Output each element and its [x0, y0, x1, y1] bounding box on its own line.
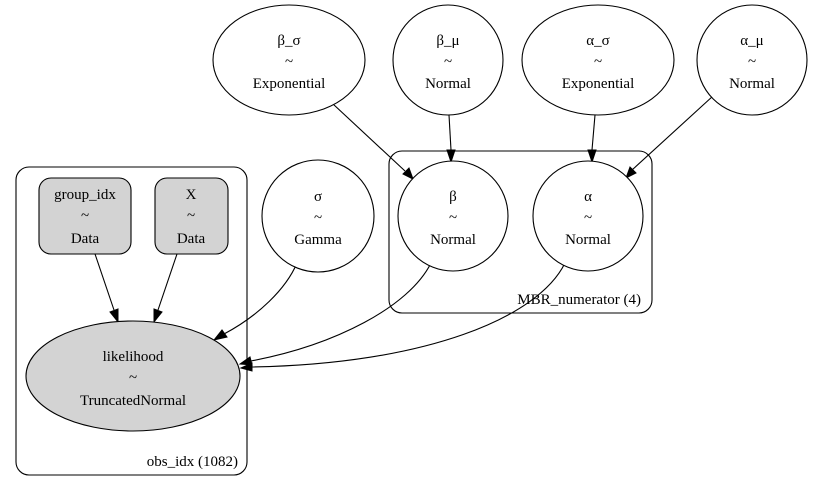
- edge-group-idx-to-likelihood: [94, 253, 119, 324]
- node-group-idx-shape: [38, 177, 132, 255]
- node-alpha-sigma-tilde: ~: [594, 54, 602, 70]
- node-beta-mu-dist: Normal: [425, 76, 471, 92]
- node-group-idx-tilde: ~: [81, 208, 89, 224]
- node-beta-dist: Normal: [430, 232, 476, 248]
- plate-obs-idx-label: obs_idx (1082): [147, 454, 238, 470]
- node-beta-name: β: [449, 189, 457, 205]
- node-alpha-sigma-shape: [521, 4, 675, 116]
- edge-alpha-to-likelihood: [239, 262, 566, 372]
- edge-beta-sigma-to-beta: [332, 103, 414, 181]
- node-beta[interactable]: β ~ Normal: [397, 160, 509, 272]
- node-alpha-dist: Normal: [565, 232, 611, 248]
- node-alpha-sigma-dist: Exponential: [562, 76, 634, 92]
- plate-mbr-numerator-label: MBR_numerator (4): [517, 292, 641, 308]
- node-x-tilde: ~: [187, 208, 195, 224]
- node-beta-sigma[interactable]: β_σ ~ Exponential: [212, 4, 366, 116]
- node-alpha[interactable]: α ~ Normal: [532, 160, 644, 272]
- node-beta-mu-shape: [392, 4, 504, 116]
- node-likelihood[interactable]: likelihood ~ TruncatedNormal: [25, 320, 241, 432]
- node-beta-sigma-name: β_σ: [277, 33, 300, 49]
- node-group-idx[interactable]: group_idx ~ Data: [38, 177, 132, 255]
- node-x[interactable]: X ~ Data: [154, 177, 229, 255]
- plate-obs-idx: obs_idx (1082): [15, 166, 248, 476]
- edge-beta-mu-to-beta: [446, 114, 456, 164]
- node-sigma-dist: Gamma: [294, 232, 342, 248]
- edge-sigma-to-likelihood: [212, 262, 298, 341]
- edge-beta-to-likelihood: [238, 262, 432, 366]
- node-alpha-tilde: ~: [584, 210, 592, 226]
- node-alpha-mu-name: α_μ: [740, 33, 763, 49]
- node-beta-shape: [397, 160, 509, 272]
- node-x-dist: Data: [177, 231, 206, 247]
- edge-alpha-sigma-to-alpha: [587, 114, 597, 164]
- node-sigma[interactable]: σ ~ Gamma: [261, 159, 375, 273]
- node-alpha-mu-tilde: ~: [748, 54, 756, 70]
- node-alpha-shape: [532, 160, 644, 272]
- node-alpha-name: α: [584, 189, 592, 205]
- node-beta-mu-name: β_μ: [436, 33, 459, 49]
- node-likelihood-shape: [25, 320, 241, 432]
- node-group-idx-name: group_idx: [54, 187, 116, 203]
- edge-alpha-mu-to-alpha: [625, 95, 714, 180]
- node-alpha-sigma-name: α_σ: [586, 33, 609, 49]
- node-beta-mu[interactable]: β_μ ~ Normal: [392, 4, 504, 116]
- node-alpha-mu-dist: Normal: [729, 76, 775, 92]
- node-beta-sigma-tilde: ~: [285, 54, 293, 70]
- edge-x-to-likelihood: [153, 253, 178, 324]
- node-beta-sigma-dist: Exponential: [253, 76, 325, 92]
- node-alpha-mu[interactable]: α_μ ~ Normal: [696, 4, 808, 116]
- node-sigma-tilde: ~: [314, 210, 322, 226]
- node-likelihood-dist: TruncatedNormal: [80, 393, 186, 409]
- node-sigma-name: σ: [314, 189, 322, 205]
- node-alpha-mu-shape: [696, 4, 808, 116]
- node-likelihood-name: likelihood: [103, 349, 164, 365]
- node-beta-sigma-shape: [212, 4, 366, 116]
- node-x-name: X: [186, 187, 197, 203]
- node-group-idx-dist: Data: [71, 231, 100, 247]
- node-beta-tilde: ~: [449, 210, 457, 226]
- plate-mbr-numerator: MBR_numerator (4): [388, 150, 653, 314]
- node-x-shape: [154, 177, 229, 255]
- node-sigma-shape: [261, 159, 375, 273]
- node-beta-mu-tilde: ~: [444, 54, 452, 70]
- node-alpha-sigma[interactable]: α_σ ~ Exponential: [521, 4, 675, 116]
- node-likelihood-tilde: ~: [129, 370, 137, 386]
